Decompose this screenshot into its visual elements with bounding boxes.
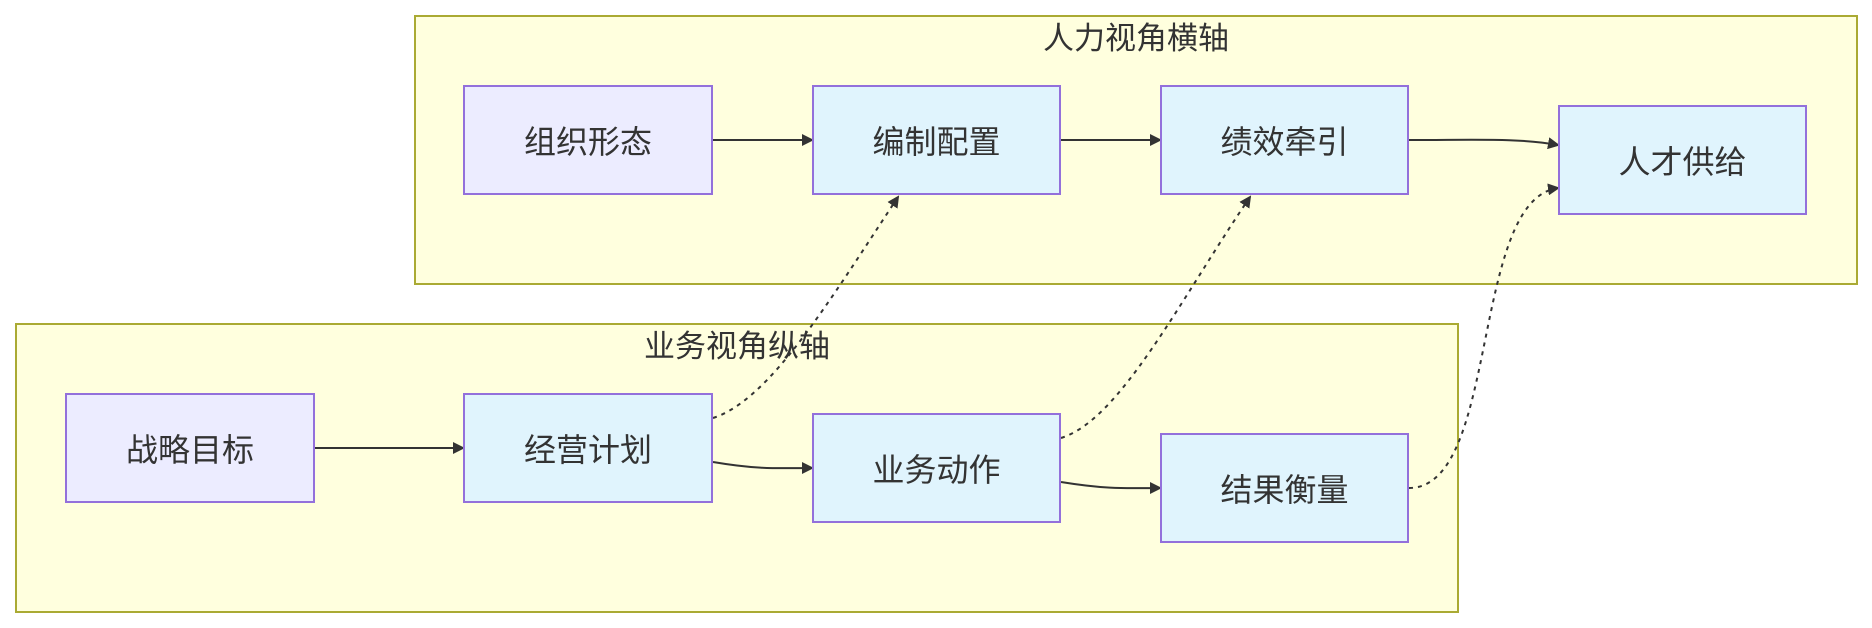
business-group-title: 业务视角纵轴	[644, 329, 830, 365]
node-org-form: 组织形态	[463, 85, 713, 195]
node-business-action: 业务动作	[812, 413, 1061, 523]
hr-group-title: 人力视角横轴	[1043, 21, 1229, 57]
node-performance: 绩效牵引	[1160, 85, 1409, 195]
node-result-measure: 结果衡量	[1160, 433, 1409, 543]
node-talent-supply: 人才供给	[1558, 105, 1807, 215]
node-business-plan: 经营计划	[463, 393, 713, 503]
node-strategic-goal: 战略目标	[65, 393, 315, 503]
node-staffing: 编制配置	[812, 85, 1061, 195]
